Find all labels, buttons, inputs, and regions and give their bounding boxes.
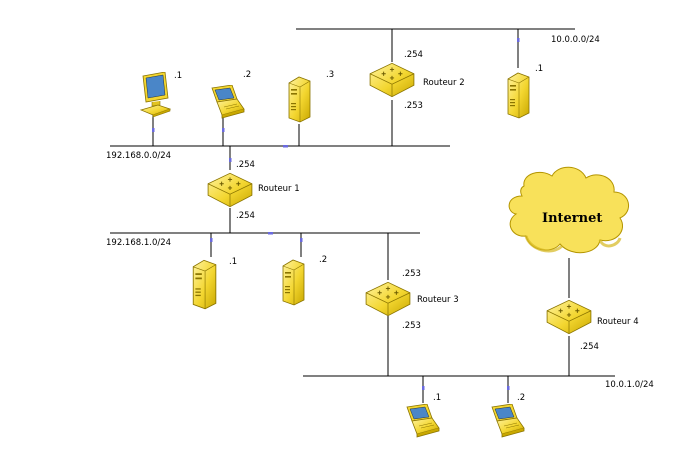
desktop-icon	[140, 72, 171, 118]
host-labels: .1 .2 .3 .1 .1 .2 .1 .2	[174, 64, 543, 403]
host-ip: .1	[535, 64, 543, 74]
router-labels: Routeur 2 .254 .253 Routeur 1 .254 .254 …	[236, 50, 639, 352]
server-icon	[507, 72, 530, 119]
internet-cloud: Internet	[508, 166, 629, 254]
host-ip: .1	[174, 71, 182, 81]
devices	[140, 62, 592, 438]
host-ip: .2	[319, 255, 327, 265]
laptop-icon	[211, 85, 245, 119]
router-label: Routeur 1	[258, 184, 300, 194]
server-icon	[282, 259, 305, 306]
interface-ip: .253	[402, 269, 421, 279]
interface-ip: .254	[404, 50, 423, 60]
network-label-10-0-1: 10.0.1.0/24	[605, 380, 654, 390]
interface-ip: .254	[236, 160, 255, 170]
host-ip: .1	[433, 393, 441, 403]
bus-lines	[110, 28, 615, 377]
server-icon	[288, 76, 311, 123]
network-labels: 10.0.0.0/24 192.168.0.0/24 192.168.1.0/2…	[106, 35, 654, 390]
interface-ip: .254	[236, 211, 255, 221]
laptop-icon	[491, 404, 525, 438]
internet-label: Internet	[542, 211, 602, 226]
network-label-192-168-1: 192.168.1.0/24	[106, 238, 171, 248]
interface-ip: .253	[402, 321, 421, 331]
host-ip: .1	[229, 257, 237, 267]
router-label: Routeur 4	[597, 317, 639, 327]
router-icon	[369, 62, 415, 98]
router-icon	[546, 299, 592, 335]
network-label-192-168-0: 192.168.0.0/24	[106, 151, 171, 161]
host-ip: .2	[243, 70, 251, 80]
router-icon	[365, 281, 411, 317]
port-markers	[152, 38, 520, 390]
interface-ip: .253	[404, 101, 423, 111]
links	[152, 29, 570, 403]
network-label-10-0-0: 10.0.0.0/24	[551, 35, 600, 45]
laptop-icon	[406, 404, 440, 438]
host-ip: .3	[326, 70, 334, 80]
router-label: Routeur 3	[417, 295, 459, 305]
host-ip: .2	[517, 393, 525, 403]
router-icon	[207, 172, 253, 208]
server-icon	[192, 259, 217, 310]
router-label: Routeur 2	[423, 78, 465, 88]
interface-ip: .254	[580, 342, 599, 352]
